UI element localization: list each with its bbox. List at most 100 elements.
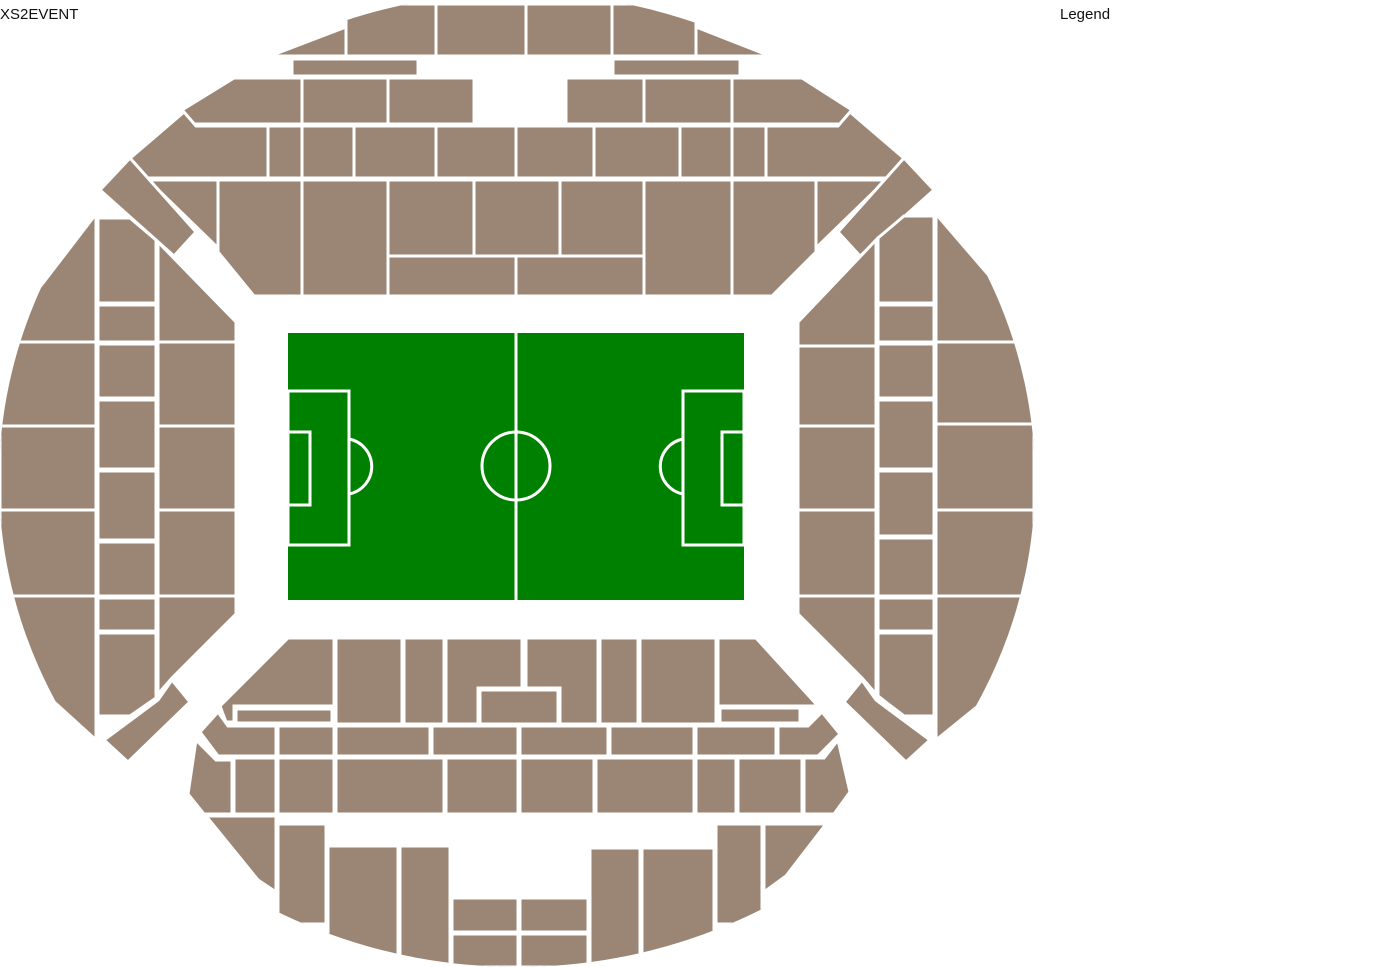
section-top-lower-10[interactable] — [730, 178, 818, 298]
section-bottom-second-3[interactable] — [334, 724, 432, 758]
section-left-inner-5[interactable] — [156, 594, 238, 698]
section-right-outer-2[interactable] — [934, 340, 1035, 426]
section-top-second-4[interactable] — [564, 76, 646, 126]
section-bottom-lower-2[interactable] — [334, 636, 404, 726]
section-top-strip-right[interactable] — [611, 57, 742, 78]
section-right-mid-4[interactable] — [876, 398, 936, 471]
section-bottom-second-5[interactable] — [518, 724, 610, 758]
section-left-mid-7[interactable] — [96, 596, 158, 633]
section-top-second-6[interactable] — [730, 76, 855, 126]
section-left-mid-5[interactable] — [96, 469, 158, 542]
section-top-lower-4[interactable] — [386, 178, 476, 258]
section-bottom-third-3[interactable] — [276, 756, 336, 816]
section-right-mid-7[interactable] — [876, 596, 936, 633]
section-bottom-second-8[interactable] — [776, 709, 843, 758]
section-top-lower-6[interactable] — [558, 178, 646, 258]
section-right-mid-8[interactable] — [876, 631, 936, 718]
section-top-outer-2[interactable] — [344, 2, 438, 58]
section-top-third-4[interactable] — [352, 124, 438, 180]
section-bottom-third-5[interactable] — [444, 756, 520, 816]
section-left-mid-2[interactable] — [96, 303, 158, 344]
section-bottom-lower-7[interactable] — [598, 636, 640, 726]
section-left-mid-4[interactable] — [96, 398, 158, 471]
section-top-strip-left[interactable] — [290, 57, 420, 78]
section-bottom-outer-1[interactable] — [202, 814, 278, 895]
section-left-outer-3[interactable] — [0, 424, 98, 512]
section-left-inner-2[interactable] — [156, 340, 238, 428]
section-top-third-2[interactable] — [266, 124, 304, 180]
section-right-mid-5[interactable] — [876, 469, 936, 538]
section-bottom-lower-5[interactable] — [524, 636, 600, 726]
section-top-second-2[interactable] — [300, 76, 390, 126]
section-bottom-third-10[interactable] — [802, 736, 852, 816]
section-bottom-lower-3[interactable] — [402, 636, 446, 726]
section-top-third-3[interactable] — [300, 124, 356, 180]
section-bottom-outer-5[interactable] — [450, 896, 520, 934]
section-bottom-outer-2[interactable] — [276, 822, 328, 926]
section-right-outer-5[interactable] — [934, 594, 1035, 744]
section-bottom-second-7[interactable] — [694, 724, 778, 758]
section-top-third-7[interactable] — [592, 124, 682, 180]
section-right-mid-1[interactable] — [876, 214, 936, 305]
section-right-inner-5[interactable] — [796, 594, 878, 698]
section-bottom-lower-9[interactable] — [716, 636, 822, 708]
section-right-outer-4[interactable] — [934, 508, 1035, 598]
section-top-outer-5[interactable] — [610, 2, 698, 58]
section-bottom-outer-8[interactable] — [518, 932, 590, 967]
section-bottom-third-9[interactable] — [736, 756, 804, 816]
section-bottom-third-1[interactable] — [186, 736, 234, 816]
section-top-second-3[interactable] — [386, 76, 476, 126]
section-bottom-third-2[interactable] — [232, 756, 278, 816]
section-bottom-third-7[interactable] — [594, 756, 696, 816]
section-top-outer-6[interactable] — [694, 24, 771, 58]
section-top-third-8[interactable] — [678, 124, 734, 180]
section-bottom-outer-6[interactable] — [518, 896, 590, 934]
section-top-third-5[interactable] — [434, 124, 518, 180]
section-bottom-lower-4[interactable] — [444, 636, 524, 726]
section-left-mid-3[interactable] — [96, 342, 158, 400]
section-bottom-outer-4[interactable] — [398, 844, 452, 967]
section-bottom-lower-10[interactable] — [234, 707, 334, 725]
section-bottom-outer-11[interactable] — [714, 822, 764, 926]
section-top-outer-3[interactable] — [434, 2, 528, 58]
section-bottom-second-2[interactable] — [276, 724, 336, 758]
section-right-outer-1[interactable] — [934, 209, 1035, 344]
section-left-mid-1[interactable] — [96, 216, 158, 305]
section-top-third-9[interactable] — [730, 124, 768, 180]
section-bottom-outer-3[interactable] — [326, 844, 400, 967]
section-left-outer-1[interactable] — [0, 209, 98, 344]
section-right-mid-2[interactable] — [876, 303, 936, 344]
section-top-outer-1[interactable] — [269, 24, 348, 58]
section-top-lower-3[interactable] — [300, 178, 390, 298]
section-left-mid-8[interactable] — [96, 631, 158, 718]
section-bottom-third-8[interactable] — [694, 756, 738, 816]
section-bottom-outer-9[interactable] — [588, 846, 642, 967]
section-top-outer-4[interactable] — [524, 2, 614, 58]
section-right-outer-3[interactable] — [934, 422, 1035, 512]
section-bottom-lower-6[interactable] — [478, 688, 560, 726]
section-bottom-lower-8[interactable] — [638, 636, 718, 726]
section-top-second-5[interactable] — [642, 76, 734, 126]
section-right-mid-6[interactable] — [876, 536, 936, 598]
section-bottom-outer-12[interactable] — [762, 822, 830, 895]
section-bottom-second-1[interactable] — [198, 709, 278, 758]
section-left-outer-2[interactable] — [0, 340, 98, 428]
section-bottom-lower-1[interactable] — [218, 636, 336, 724]
section-left-inner-3[interactable] — [156, 424, 238, 512]
section-left-outer-5[interactable] — [0, 594, 98, 744]
section-left-outer-4[interactable] — [0, 508, 98, 598]
section-corner-bottom-left[interactable] — [101, 677, 193, 765]
section-left-mid-6[interactable] — [96, 540, 158, 598]
section-top-lower-2[interactable] — [216, 178, 304, 298]
section-top-lower-5[interactable] — [472, 178, 562, 258]
section-bottom-lower-11[interactable] — [718, 706, 802, 725]
section-bottom-second-4[interactable] — [430, 724, 520, 758]
section-bottom-outer-7[interactable] — [450, 932, 520, 967]
section-right-mid-3[interactable] — [876, 342, 936, 400]
section-top-lower-7[interactable] — [386, 254, 518, 298]
section-top-second-1[interactable] — [179, 76, 304, 126]
section-top-third-6[interactable] — [514, 124, 596, 180]
section-bottom-third-4[interactable] — [334, 756, 446, 816]
section-right-inner-2[interactable] — [796, 344, 878, 428]
section-bottom-outer-10[interactable] — [640, 846, 716, 967]
